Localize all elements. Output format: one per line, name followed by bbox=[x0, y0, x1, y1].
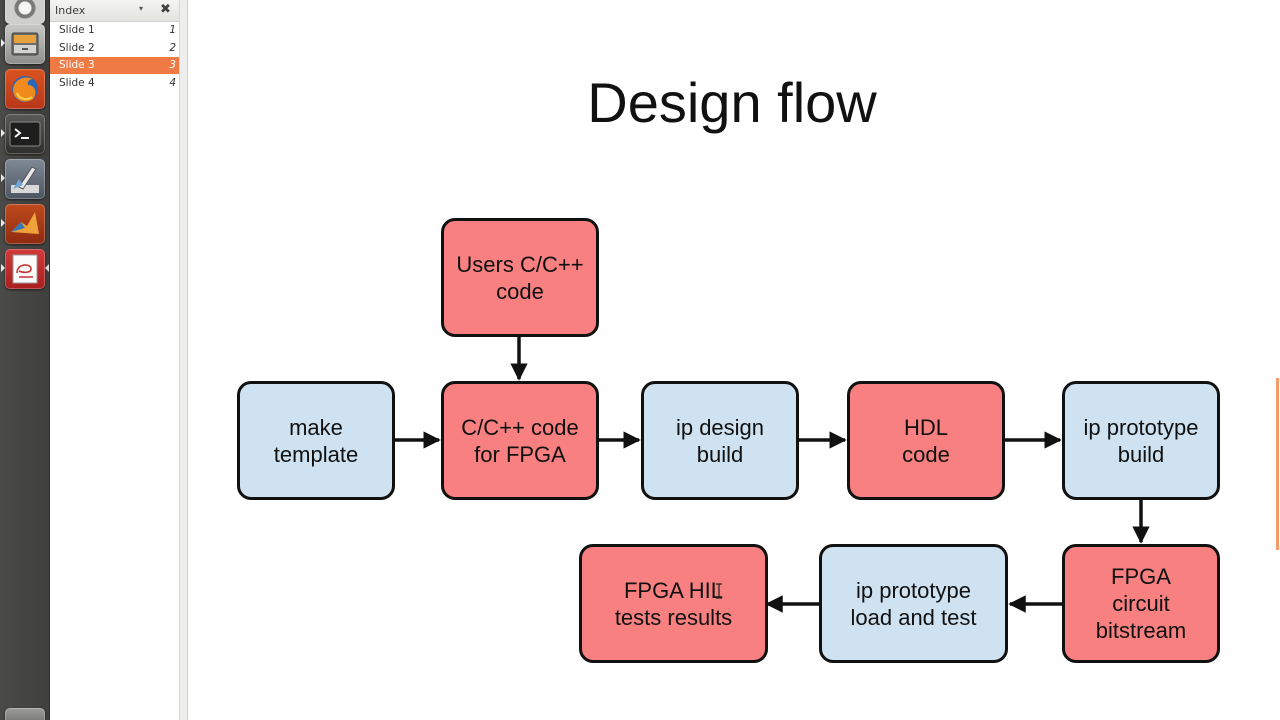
running-indicator bbox=[1, 129, 5, 137]
slide-list-item-selected[interactable]: Slide 3 3 bbox=[50, 57, 179, 74]
slide-list-item-label: Slide 3 bbox=[59, 59, 95, 71]
focused-app-indicator bbox=[45, 264, 49, 272]
slide-index-panel: Index ▾ ✖ Slide 1 1 Slide 2 2 Slide 3 3 … bbox=[50, 0, 180, 720]
matlab-icon[interactable] bbox=[5, 204, 45, 244]
slide-title: Design flow bbox=[587, 71, 877, 134]
index-panel-title: Index bbox=[55, 4, 86, 17]
chevron-down-icon[interactable]: ▾ bbox=[139, 4, 144, 13]
close-icon[interactable]: ✖ bbox=[160, 2, 171, 17]
slide-list-item-number: 4 bbox=[169, 77, 176, 89]
slide-list-item[interactable]: Slide 4 4 bbox=[50, 75, 179, 92]
flow-node-ip-design-build: ip design build bbox=[641, 381, 799, 500]
flow-node-users-code: Users C/C++ code bbox=[441, 218, 599, 337]
running-indicator bbox=[1, 219, 5, 227]
slide-list-item-number: 3 bbox=[169, 59, 176, 71]
slide-list-item-label: Slide 2 bbox=[59, 42, 95, 54]
slide-canvas: Design flow Users C/C++ code make templa… bbox=[188, 0, 1280, 720]
flow-node-fpga-hil-results: FPGA HIL tests results bbox=[579, 544, 768, 663]
drawing-app-icon[interactable] bbox=[5, 159, 45, 199]
slide-list-item-label: Slide 4 bbox=[59, 77, 95, 89]
scroll-indicator[interactable] bbox=[1276, 378, 1279, 550]
launcher-bar bbox=[0, 0, 50, 720]
terminal-icon[interactable] bbox=[5, 114, 45, 154]
flow-node-code-for-fpga: C/C++ code for FPGA bbox=[441, 381, 599, 500]
flow-node-hdl-code: HDL code bbox=[847, 381, 1005, 500]
index-panel-header: Index ▾ ✖ bbox=[50, 0, 179, 22]
ubuntu-dash-icon[interactable] bbox=[5, 0, 45, 24]
document-viewer-icon[interactable] bbox=[5, 249, 45, 289]
flow-node-make-template: make template bbox=[237, 381, 395, 500]
running-indicator bbox=[1, 174, 5, 182]
panel-splitter[interactable] bbox=[180, 0, 188, 720]
slide-list-item[interactable]: Slide 2 2 bbox=[50, 40, 179, 57]
flow-node-ip-prototype-load-test: ip prototype load and test bbox=[819, 544, 1008, 663]
trash-icon[interactable] bbox=[5, 708, 45, 720]
slide-list-item-number: 2 bbox=[169, 42, 176, 54]
running-indicator bbox=[1, 264, 5, 272]
file-cabinet-icon[interactable] bbox=[5, 24, 45, 64]
running-indicator bbox=[1, 39, 5, 47]
flow-node-ip-prototype-build: ip prototype build bbox=[1062, 381, 1220, 500]
slide-list-item[interactable]: Slide 1 1 bbox=[50, 22, 179, 39]
slide-list-item-number: 1 bbox=[169, 24, 176, 36]
firefox-icon[interactable] bbox=[5, 69, 45, 109]
slide-list-item-label: Slide 1 bbox=[59, 24, 95, 36]
text-cursor-icon bbox=[716, 583, 722, 599]
flow-node-fpga-bitstream: FPGA circuit bitstream bbox=[1062, 544, 1220, 663]
